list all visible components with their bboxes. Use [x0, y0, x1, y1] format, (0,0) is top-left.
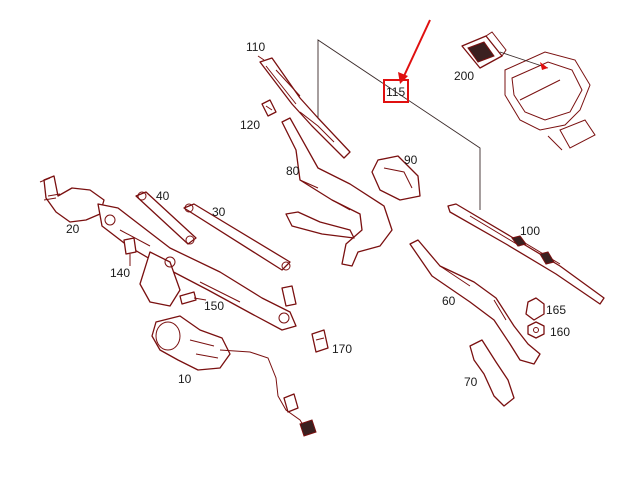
part-10-wiper-motor[interactable]: [151, 315, 317, 437]
part-115-leaders: [317, 39, 481, 210]
part-150-bolt[interactable]: [179, 291, 207, 305]
callout-140[interactable]: 140: [110, 266, 130, 280]
part-160-nut[interactable]: [527, 321, 545, 339]
part-165-cap[interactable]: [525, 297, 545, 321]
part-30-connecting-rod[interactable]: [183, 203, 291, 271]
callout-10[interactable]: 10: [178, 372, 192, 386]
callout-labels: 110 115 120 80 90 200 40 30 20 100 140 1…: [66, 40, 570, 389]
callout-165[interactable]: 165: [546, 303, 566, 317]
part-120-clip[interactable]: [261, 99, 277, 117]
part-70-arm-cover[interactable]: [469, 339, 515, 407]
part-40-link[interactable]: [135, 191, 197, 245]
highlight-marker: [383, 19, 431, 103]
callout-200[interactable]: 200: [454, 69, 474, 83]
part-60-right-wiper-arm[interactable]: [409, 239, 541, 365]
part-110-left-wiper-blade[interactable]: [257, 55, 351, 159]
part-100-right-wiper-blade[interactable]: [447, 203, 605, 305]
part-80-left-wiper-arm[interactable]: [281, 117, 393, 267]
callout-80[interactable]: 80: [286, 164, 300, 178]
callout-90[interactable]: 90: [404, 153, 418, 167]
callout-110[interactable]: 110: [246, 40, 265, 54]
callout-100[interactable]: 100: [520, 224, 540, 238]
callout-30[interactable]: 30: [212, 205, 226, 219]
callout-20[interactable]: 20: [66, 222, 80, 236]
callout-160[interactable]: 160: [550, 325, 570, 339]
part-200-rain-sensor[interactable]: [461, 31, 549, 70]
highlight-box-115: [383, 79, 409, 103]
callout-170[interactable]: 170: [332, 342, 352, 356]
callout-150[interactable]: 150: [204, 299, 224, 313]
part-140-bolt[interactable]: [123, 237, 137, 266]
callout-115[interactable]: 115: [386, 85, 405, 99]
windshield-sketch: [504, 51, 596, 151]
part-90-cover-cap[interactable]: [371, 155, 421, 201]
part-170-clip[interactable]: [311, 329, 329, 353]
callout-120[interactable]: 120: [240, 118, 260, 132]
callout-60[interactable]: 60: [442, 294, 456, 308]
part-20-bracket[interactable]: [39, 175, 105, 223]
callout-70[interactable]: 70: [464, 375, 478, 389]
callout-40[interactable]: 40: [156, 189, 170, 203]
